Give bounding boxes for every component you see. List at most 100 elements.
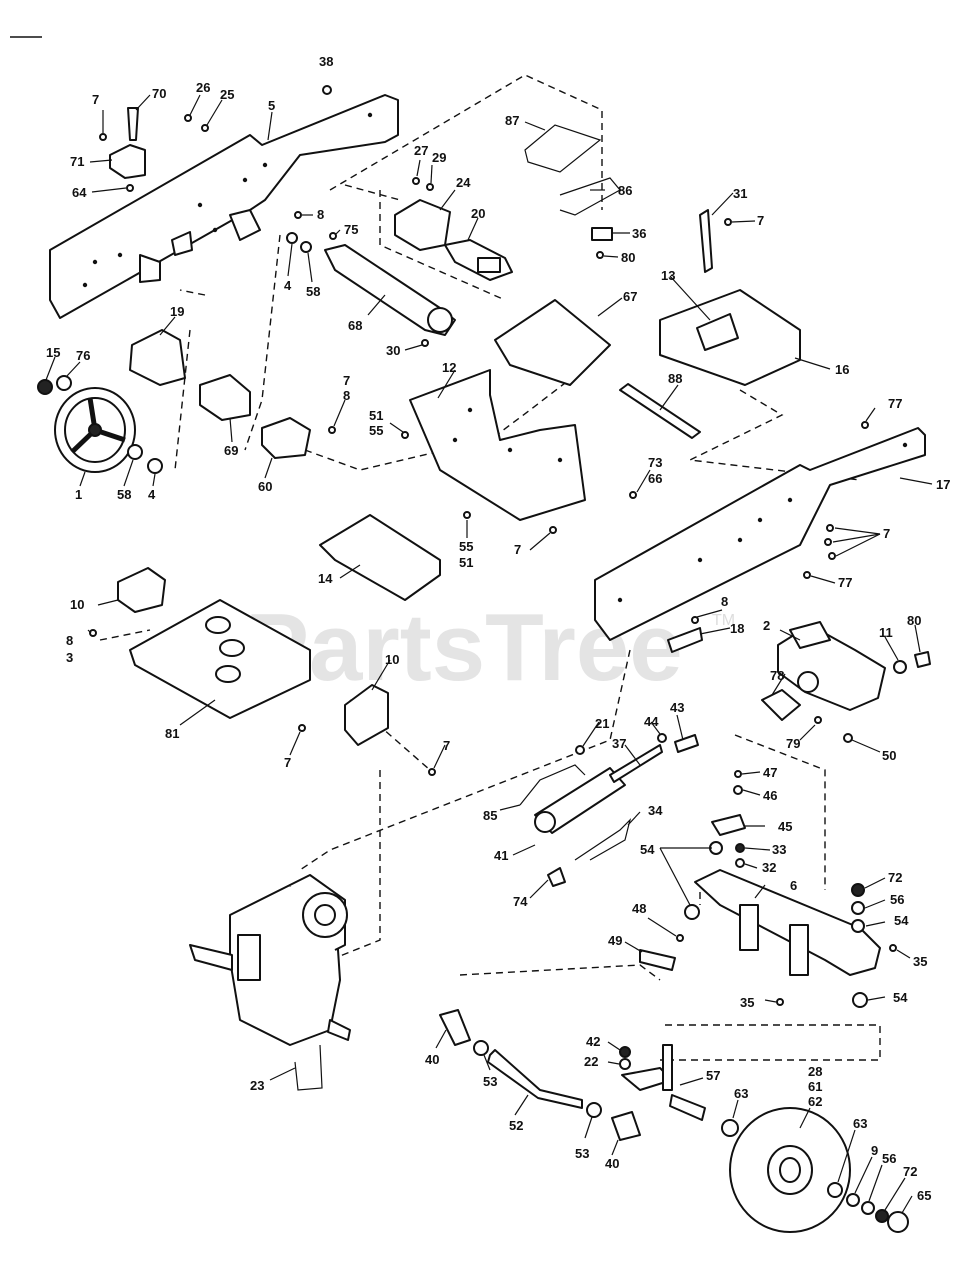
- fastener-8d: [691, 616, 699, 624]
- callout: 12: [442, 360, 456, 375]
- callout: 9: [871, 1143, 878, 1158]
- callout: 24: [456, 175, 471, 190]
- fastener-50: [843, 733, 853, 743]
- callout: 41: [494, 848, 508, 863]
- callout: 67: [623, 289, 637, 304]
- steering-wheel: [54, 387, 136, 473]
- fastener-25: [201, 124, 209, 132]
- bearing-63-inner: [721, 1119, 739, 1137]
- callout: 38: [319, 54, 333, 69]
- callout: 43: [670, 700, 684, 715]
- fastener-80a: [596, 251, 604, 259]
- callout: 87: [505, 113, 519, 128]
- callout: 13: [661, 268, 675, 283]
- bushing-54: [684, 904, 700, 920]
- callout: 40: [605, 1156, 619, 1171]
- callout: 5: [268, 98, 275, 113]
- hose-85: [519, 764, 586, 806]
- fastener-7c: [328, 426, 336, 434]
- bracket-10-lower: [344, 684, 389, 746]
- fastener-64: [126, 184, 134, 192]
- callout: 50: [882, 748, 896, 763]
- callout: 80: [621, 250, 635, 265]
- callout: 10: [70, 597, 84, 612]
- callout: 21: [595, 716, 609, 731]
- callout: 23: [250, 1078, 264, 1093]
- fastener-26: [184, 114, 192, 122]
- fastener-44: [657, 733, 667, 743]
- hose-34: [574, 818, 632, 861]
- callout: 8: [317, 207, 324, 222]
- fastener-8c: [89, 629, 97, 637]
- fastener-29: [426, 183, 434, 191]
- tie-rod-end-40-upper: [439, 1009, 471, 1046]
- bolt-70: [127, 107, 139, 141]
- fitting-41: [534, 811, 556, 833]
- fastener-75: [329, 232, 337, 240]
- tie-rod-52: [487, 1049, 583, 1109]
- floor-plate-81: [129, 599, 311, 719]
- callout-labels: 38 7 70 26 25 5 71 64 8 27 29 24 87 86 2…: [46, 54, 950, 1203]
- callout: 19: [170, 304, 184, 319]
- callout: 47: [763, 765, 777, 780]
- callout: 14: [318, 571, 333, 586]
- nut-4-upper: [286, 232, 298, 244]
- fastener-77a: [861, 421, 869, 429]
- callout: 35: [740, 995, 754, 1010]
- callout: 85: [483, 808, 497, 823]
- callout: 63: [853, 1116, 867, 1131]
- frame-rail-left: [49, 94, 399, 319]
- callout: 42: [586, 1034, 600, 1049]
- callout: 49: [608, 933, 622, 948]
- callout: 58: [117, 487, 131, 502]
- callout: 7: [757, 213, 764, 228]
- callout: 77: [838, 575, 852, 590]
- washer-46: [733, 785, 743, 795]
- fastener-77b: [803, 571, 811, 579]
- callout: 53: [483, 1074, 497, 1089]
- nut-72-wheel: [875, 1209, 889, 1223]
- callout: 51: [459, 555, 473, 570]
- washer-22: [619, 1058, 631, 1070]
- bracket-10-upper: [117, 567, 166, 613]
- callout: 36: [632, 226, 646, 241]
- callout: 81: [165, 726, 179, 741]
- callout: 7: [443, 738, 450, 753]
- callout: 76: [76, 348, 90, 363]
- callout: 77: [888, 396, 902, 411]
- fitting-80: [914, 651, 931, 668]
- callout: 61: [808, 1079, 822, 1094]
- callout: 57: [706, 1068, 720, 1083]
- fitting-74: [547, 867, 566, 887]
- fastener-27: [412, 177, 420, 185]
- u-bolt-23: [294, 1044, 323, 1091]
- nut-15: [37, 379, 53, 395]
- fastener-7f: [298, 724, 306, 732]
- callout: 4: [148, 487, 156, 502]
- sleeve-78: [761, 689, 801, 721]
- fastener-7e-2: [824, 538, 832, 546]
- nut-53-lower: [586, 1102, 602, 1118]
- callout: 10: [385, 652, 399, 667]
- callout: 6: [790, 878, 797, 893]
- nut-4: [147, 458, 163, 474]
- parts: [37, 85, 931, 1233]
- frame-rail-right: [594, 427, 926, 641]
- plate-67: [494, 299, 611, 386]
- callout: 51: [369, 408, 383, 423]
- fastener-35b: [776, 998, 784, 1006]
- bushing-58-upper: [300, 241, 312, 253]
- callout: 15: [46, 345, 60, 360]
- callout: 3: [66, 650, 73, 665]
- hydraulic-line-87: [524, 124, 602, 173]
- callout: 34: [648, 803, 663, 818]
- callout: 64: [72, 185, 87, 200]
- lever-45: [711, 814, 746, 836]
- fastener-73: [629, 491, 637, 499]
- steering-arm-57: [621, 1044, 706, 1121]
- callout: 8: [343, 388, 350, 403]
- callout: 28: [808, 1064, 822, 1079]
- callout: 60: [258, 479, 272, 494]
- fastener-55: [463, 511, 471, 519]
